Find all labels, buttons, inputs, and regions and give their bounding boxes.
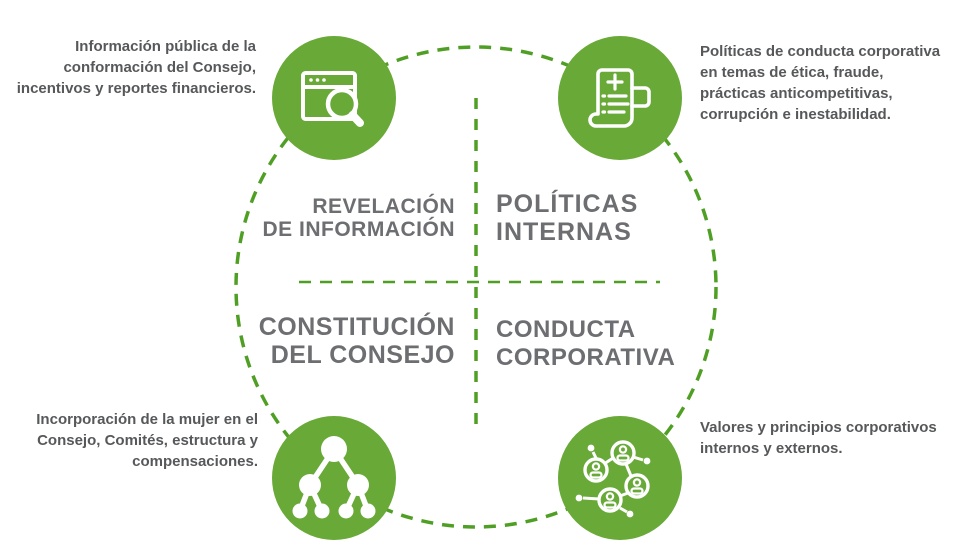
description-line: Consejo, Comités, estructura y (37, 432, 258, 449)
bubble-constitucion-del-consejo (272, 416, 396, 540)
people-network-icon (575, 440, 651, 518)
description-line: en temas de ética, fraude, (700, 64, 884, 81)
quadrant-label-conducta-corporativa: CONDUCTA CORPORATIVA (496, 316, 675, 372)
description-line: Información pública de la (75, 38, 256, 55)
quadrant-label-politicas-internas: POLÍTICAS INTERNAS (496, 190, 638, 246)
bubble-revelacion-de-informacion (272, 36, 396, 160)
label-line: INTERNAS (496, 218, 632, 246)
description-line: internos y externos. (700, 440, 843, 457)
description-revelacion-de-informacion: Información pública de la conformación d… (0, 36, 256, 99)
dashed-circle (234, 45, 718, 529)
description-conducta-corporativa: Valores y principios corporativos intern… (700, 417, 937, 459)
label-line: REVELACIÓN (312, 195, 455, 218)
label-line: CONDUCTA (496, 316, 636, 343)
description-line: prácticas anticompetitivas, (700, 85, 893, 102)
hierarchy-icon (292, 436, 376, 519)
label-line: POLÍTICAS (496, 190, 639, 218)
label-line: CORPORATIVA (496, 344, 676, 371)
quadrant-label-constitucion-del-consejo: CONSTITUCIÓN DEL CONSEJO (259, 313, 455, 369)
browser-search-icon (301, 71, 364, 127)
description-politicas-internas: Políticas de conducta corporativa en tem… (700, 41, 940, 125)
description-line: compensaciones. (132, 453, 258, 470)
bubble-politicas-internas (558, 36, 682, 160)
description-line: Políticas de conducta corporativa (700, 43, 941, 60)
description-line: Incorporación de la mujer en el (36, 411, 258, 428)
label-line: DE INFORMACIÓN (262, 218, 455, 241)
bubble-conducta-corporativa (558, 416, 682, 540)
label-line: DEL CONSEJO (270, 341, 455, 369)
quadrant-label-revelacion-de-informacion: REVELACIÓN DE INFORMACIÓN (263, 195, 456, 241)
description-constitucion-del-consejo: Incorporación de la mujer en el Consejo,… (8, 409, 258, 472)
description-line: corrupción e inestabilidad. (700, 106, 891, 123)
description-line: incentivos y reportes financieros. (16, 80, 256, 97)
description-line: conformación del Consejo, (63, 59, 256, 76)
policy-document-icon (588, 68, 651, 128)
label-line: CONSTITUCIÓN (258, 313, 455, 341)
description-line: Valores y principios corporativos (700, 419, 937, 436)
